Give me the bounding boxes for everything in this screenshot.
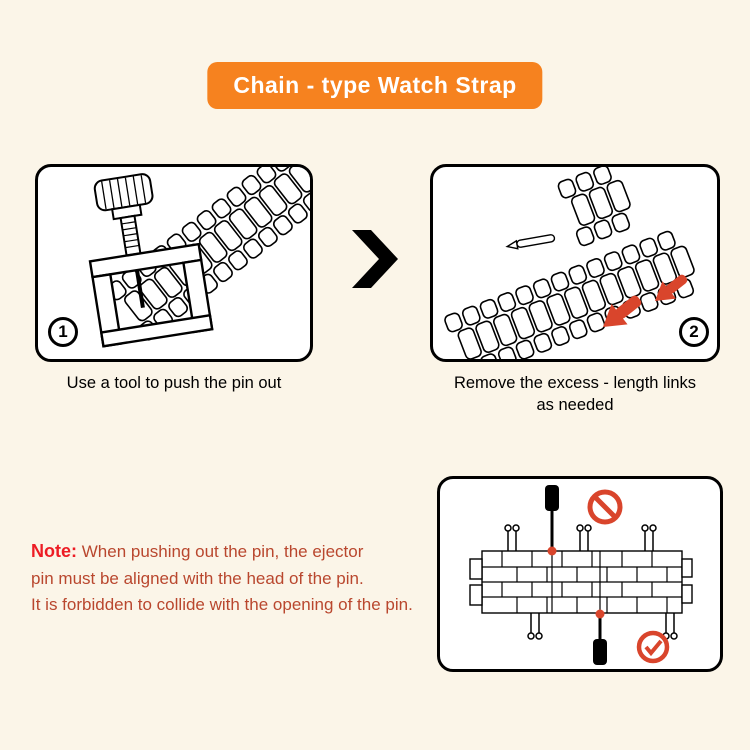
removed-pin: [505, 234, 556, 250]
contact-dot: [547, 546, 557, 556]
note-line-1: When pushing out the pin, the ejector: [81, 542, 364, 561]
note-label: Note:: [31, 541, 77, 561]
step-2-badge: 2: [679, 317, 709, 347]
check-icon: [636, 630, 670, 664]
chevron-right-icon: [352, 230, 398, 288]
step-1-caption: Use a tool to push the pin out: [66, 374, 282, 392]
red-arrow-icon: [603, 295, 642, 327]
note-line-2: pin must be aligned with the head of the…: [31, 568, 364, 588]
prohibition-icon: [587, 489, 623, 525]
pin-removal-tool-illustration: [88, 167, 310, 348]
top-ejector-pin: [545, 485, 559, 613]
step-2-panel: 2: [430, 164, 720, 362]
step-1-badge: 1: [48, 317, 78, 347]
red-arrow-icon: [655, 274, 688, 301]
note: Note: When pushing out the pin, the ejec…: [31, 538, 451, 619]
alignment-diagram-panel: [437, 476, 723, 672]
contact-dot: [595, 609, 605, 619]
step-1-panel: 1: [35, 164, 313, 362]
title-banner: Chain - type Watch Strap: [207, 62, 543, 109]
step-2-caption: Remove the excess - length links as need…: [453, 374, 697, 415]
fork-pins: [504, 524, 678, 640]
bottom-ejector-pin: [593, 551, 607, 665]
note-line-3: It is forbidden to collide with the open…: [31, 595, 413, 615]
detached-links: [556, 167, 640, 248]
remove-links-illustration: [442, 167, 704, 359]
link-remover-tool: [88, 173, 214, 348]
pin-alignment-diagram: [469, 485, 693, 665]
